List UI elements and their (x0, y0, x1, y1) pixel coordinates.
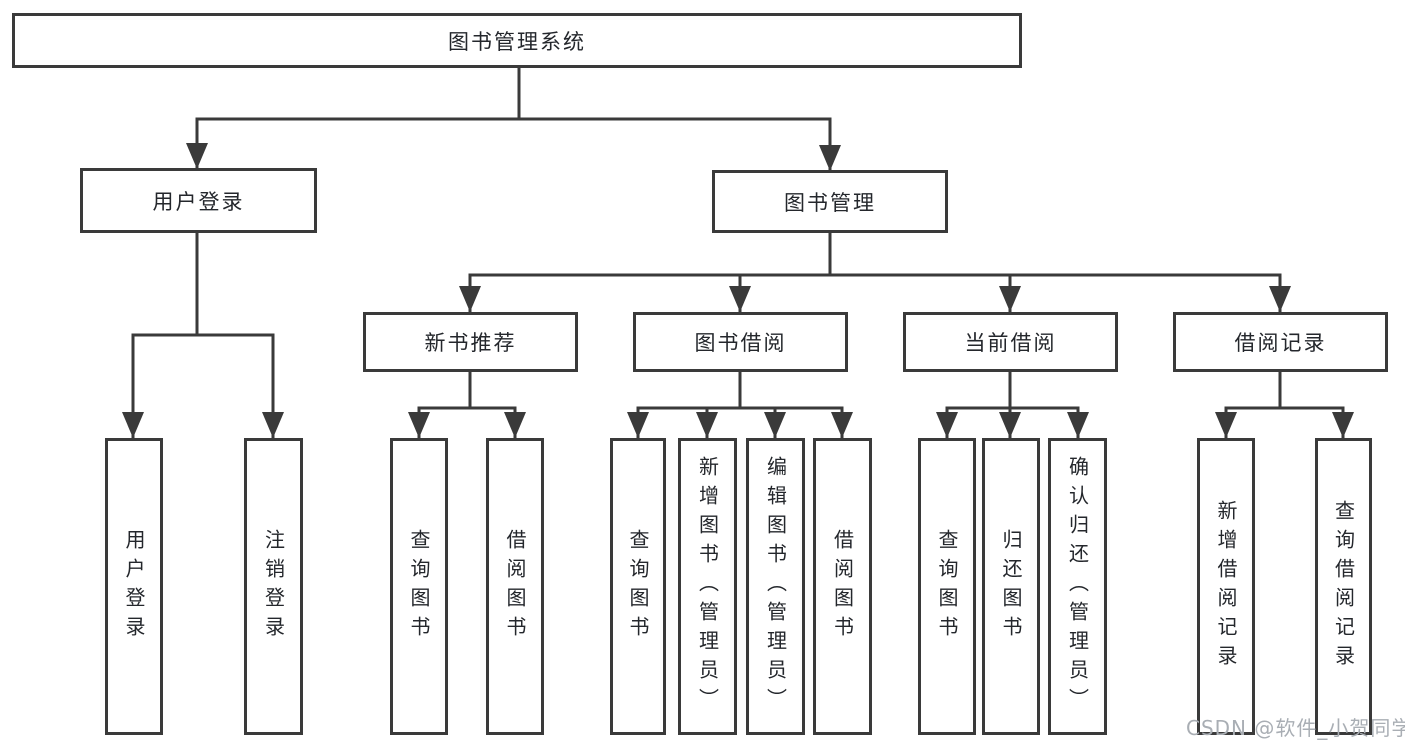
leaf-label: 注销登录 (261, 528, 286, 645)
leaf-user-login: 用户登录 (105, 438, 163, 735)
node-user-login: 用户登录 (80, 168, 317, 233)
node-library-management-system: 图书管理系统 (12, 13, 1022, 68)
leaf-label: 借阅图书 (830, 528, 855, 645)
leaf-edit-book-admin: 编辑图书（管理员） (746, 438, 805, 735)
node-borrow-record: 借阅记录 (1173, 312, 1388, 372)
leaf-logout: 注销登录 (244, 438, 303, 735)
leaf-label: 确认归还（管理员） (1065, 456, 1090, 717)
leaf-label: 用户登录 (122, 528, 146, 645)
leaf-label: 查询借阅记录 (1331, 499, 1356, 674)
leaf-label: 查询图书 (407, 528, 431, 645)
node-new-book-recommend: 新书推荐 (363, 312, 578, 372)
leaf-newbook-borrow-books: 借阅图书 (486, 438, 544, 735)
leaf-add-borrow-record: 新增借阅记录 (1197, 438, 1255, 735)
leaf-label: 新增借阅记录 (1214, 499, 1238, 674)
leaf-newbook-query-books: 查询图书 (390, 438, 448, 735)
leaf-add-book-admin: 新增图书（管理员） (678, 438, 737, 735)
leaf-return-books: 归还图书 (982, 438, 1040, 735)
leaf-current-query-books: 查询图书 (918, 438, 976, 735)
leaf-label: 新增图书（管理员） (695, 456, 720, 717)
leaf-query-borrow-record: 查询借阅记录 (1315, 438, 1372, 735)
node-label: 图书管理 (784, 190, 876, 215)
node-current-borrow: 当前借阅 (903, 312, 1118, 372)
node-book-management: 图书管理 (712, 170, 948, 233)
leaf-borrow-query-books: 查询图书 (610, 438, 666, 735)
node-label: 当前借阅 (964, 331, 1057, 355)
node-label: 用户登录 (152, 189, 245, 214)
csdn-watermark: CSDN @软件_小贺同学 (1186, 716, 1405, 740)
arrowheads (122, 143, 1354, 438)
node-label: 借阅记录 (1234, 331, 1327, 355)
leaf-label: 查询图书 (935, 528, 959, 645)
leaf-borrow-books: 借阅图书 (813, 438, 872, 735)
leaf-confirm-return-admin: 确认归还（管理员） (1048, 438, 1107, 735)
leaf-label: 查询图书 (626, 528, 650, 645)
node-label: 图书管理系统 (448, 29, 586, 54)
node-book-borrow: 图书借阅 (633, 312, 848, 372)
leaf-label: 借阅图书 (503, 528, 527, 645)
leaf-label: 编辑图书（管理员） (763, 456, 788, 717)
node-label: 图书借阅 (694, 331, 787, 355)
node-label: 新书推荐 (424, 331, 517, 355)
leaf-label: 归还图书 (999, 528, 1023, 645)
